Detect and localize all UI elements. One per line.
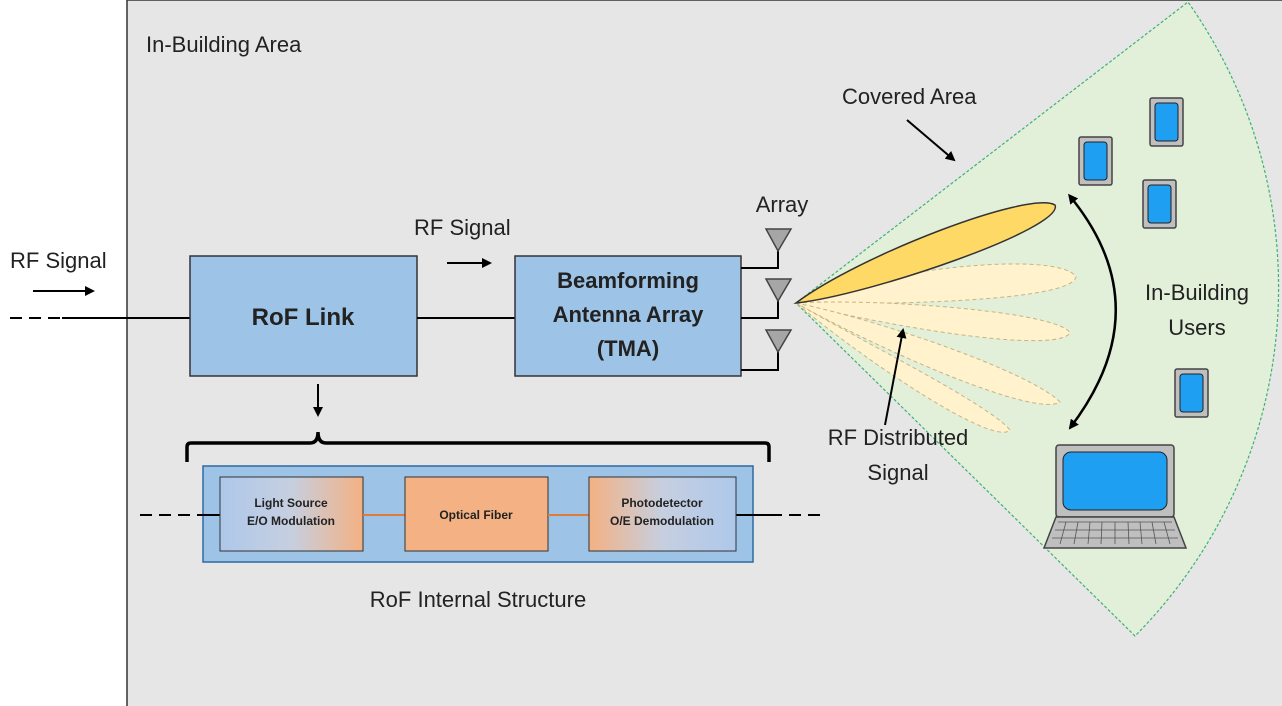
light-source-label-2: E/O Modulation [247, 514, 335, 528]
rf-signal-input-label: RF Signal [10, 248, 107, 273]
expansion-brace [185, 431, 771, 462]
beamforming-label-1: Beamforming [557, 268, 699, 293]
laptop-icon [1042, 444, 1188, 549]
rf-distributed-label-2: Signal [867, 460, 928, 485]
antenna-feed-top [741, 250, 779, 269]
phone-icon-1 [1149, 97, 1184, 147]
covered-area-arrow [906, 119, 956, 162]
rof-link-label: RoF Link [252, 304, 355, 331]
light-source-block [219, 476, 364, 552]
beam-inactive-4 [795, 302, 1011, 433]
rf-distributed-label-1: RF Distributed [828, 425, 969, 450]
rf-distributed-arrow [884, 328, 907, 426]
optical-fiber-block [404, 476, 549, 552]
antenna-icon-bottom [764, 329, 793, 354]
beamforming-label-2: Antenna Array [553, 302, 705, 327]
phone-icon-3 [1142, 179, 1177, 229]
antenna-icon-mid [764, 278, 793, 303]
users-label-1: In-Building [1145, 280, 1249, 305]
rof-link-block [189, 255, 418, 377]
photodetector-label-1: Photodetector [621, 496, 703, 510]
beamforming-label-3: (TMA) [597, 336, 659, 361]
users-sweep-arrow [1068, 193, 1117, 430]
area-label: In-Building Area [146, 32, 302, 57]
phone-icon-4 [1174, 368, 1209, 418]
beam-active [793, 202, 1056, 305]
array-label: Array [756, 192, 809, 217]
antenna-icon-top [764, 228, 793, 253]
antenna-feed-mid [741, 300, 779, 319]
antenna-feed-bottom [741, 352, 779, 371]
phone-icon-2 [1078, 136, 1113, 186]
beam-inactive-3 [795, 302, 1061, 405]
photodetector-label-2: O/E Demodulation [610, 514, 714, 528]
beamforming-block [514, 255, 742, 377]
users-label-2: Users [1168, 315, 1225, 340]
light-source-label-1: Light Source [254, 496, 328, 510]
internal-structure-label: RoF Internal Structure [370, 587, 586, 612]
covered-area-label: Covered Area [842, 84, 977, 109]
photodetector-block [588, 476, 737, 552]
rf-signal-mid-label: RF Signal [414, 215, 511, 240]
optical-fiber-label: Optical Fiber [439, 508, 513, 522]
beam-inactive-2 [795, 301, 1071, 342]
